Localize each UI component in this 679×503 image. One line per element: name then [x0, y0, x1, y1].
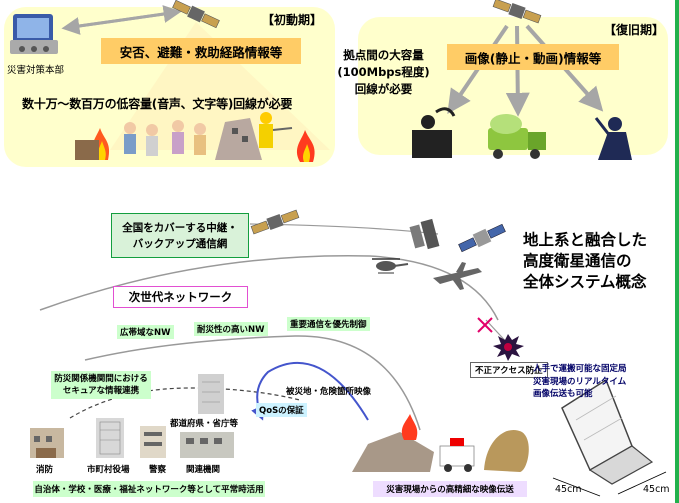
dimension-line-right [617, 471, 667, 495]
blocked-cross-icon [477, 317, 493, 333]
satellite-icon [250, 209, 300, 235]
hd-video-label: 災害現場からの高精細な映像伝送 [373, 481, 527, 497]
intrusion-threat-icon [493, 334, 524, 361]
disaster-video-label: 被災地・危険箇所映像 [286, 387, 372, 397]
backbone-line-lower [84, 335, 421, 431]
hq-building-icon [10, 14, 58, 54]
secure-link-label: 防災関係機関間における セキュアな情報連携 [51, 371, 151, 399]
safety-info-box: 安否、避難・救助経路情報等 [101, 38, 301, 64]
disaster-scene-icon [352, 414, 529, 472]
next-gen-network-box: 次世代ネットワーク [113, 286, 248, 308]
police-label: 警察 [149, 465, 167, 475]
hq-label: 災害対策本部 [7, 65, 65, 76]
qos-arrow [251, 362, 369, 421]
concept-title: 地上系と融合した 高度衛星通信の 全体システム概念 [523, 231, 648, 291]
local-network-label: 自治体・学校・医療・福祉ネットワーク等として平常時活用 [33, 481, 265, 497]
recovery-phase-label: 【復旧期】 [604, 23, 665, 37]
image-info-box: 画像(静止・動画)情報等 [447, 44, 619, 70]
priority-control-label: 重要通信を優先制御 [287, 317, 370, 331]
satellite-icon [409, 218, 440, 250]
low-capacity-text: 数十万～数百万の低容量(音声、文字等)回線が必要 [22, 97, 293, 111]
resilient-nw-label: 耐災性の高いNW [194, 322, 268, 336]
surveyor-icon [594, 117, 632, 160]
fire-icon [296, 130, 315, 162]
high-capacity-text: 拠点間の大容量 (100Mbps程度) 回線が必要 [337, 48, 430, 96]
city-hall-icon [96, 418, 124, 458]
backbone-line-upper [39, 255, 499, 321]
earth-station-icon [561, 378, 654, 485]
wide-nw-label: 広帯域なNW [117, 325, 174, 339]
satellite-icon [492, 0, 542, 24]
unauthorized-block-label: 不正アクセス防止 [470, 362, 548, 378]
portable-station-label: 人手で運搬可能な固定局 災害現場のリアルタイム 画像伝送も可能 [533, 364, 627, 399]
coverage-fan [110, 22, 330, 150]
initial-phase-label: 【初動期】 [262, 13, 323, 27]
antenna-worker-icon [412, 107, 456, 158]
people-icon [124, 120, 206, 156]
related-agency-label: 関連機関 [186, 465, 221, 475]
fire-dept-label: 消防 [36, 465, 54, 475]
dimension-right-label: 45cm [643, 484, 670, 495]
prefecture-building-icon [198, 374, 224, 414]
satellite-icon [172, 0, 220, 29]
fire-station-icon [30, 428, 64, 458]
satellite-icon [458, 223, 506, 253]
airplane-icon [433, 262, 482, 290]
qos-label: QoSの保証 [256, 403, 307, 417]
firefighter-icon [259, 112, 293, 148]
prefecture-gov-label: 都道府県・省庁等 [170, 419, 239, 429]
related-agency-icon [180, 432, 234, 458]
fire-icon [75, 128, 110, 160]
mixer-truck-icon [488, 114, 546, 159]
page-border [675, 0, 679, 503]
helicopter-icon [372, 258, 409, 274]
city-hall-label: 市町村役場 [87, 465, 130, 475]
dimension-line-left [552, 477, 601, 497]
police-station-icon [140, 426, 166, 458]
relay-network-box: 全国をカバーする中継・ バックアップ通信網 [111, 213, 249, 258]
collapsed-building-icon [215, 118, 262, 160]
dimension-left-label: 45cm [555, 484, 582, 495]
